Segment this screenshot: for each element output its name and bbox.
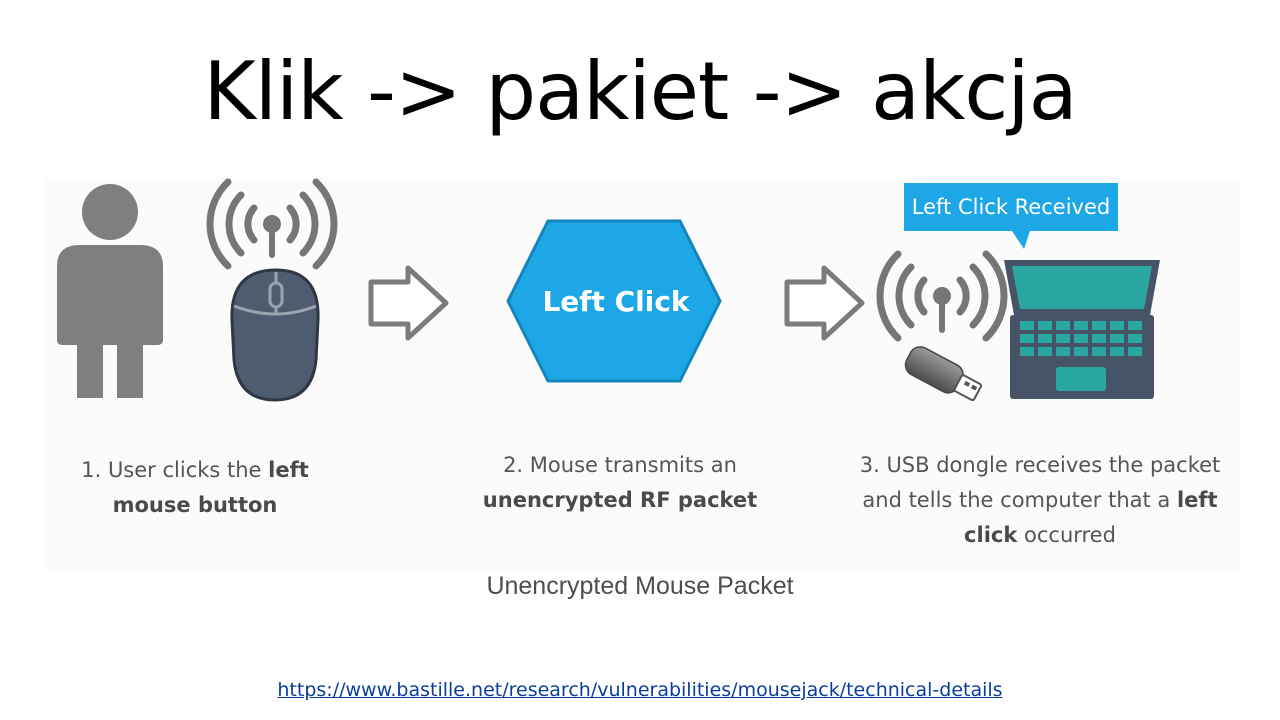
mouse-icon [230,268,320,402]
person-icon [57,184,163,398]
step-2-emphasis: unencrypted RF packet [482,488,758,512]
step-2-caption: 2. Mouse transmits an unencrypted RF pac… [470,448,770,518]
step-2-text: Mouse transmits an [529,453,737,477]
dongle-signal-icon [876,250,1008,342]
step-1-emphasis: left mouse button [112,458,309,517]
step-3-number: 3. [859,453,880,477]
source-link[interactable]: https://www.bastille.net/research/vulner… [277,679,1003,701]
step-3-emphasis: left click [964,488,1218,547]
step-1-caption: 1. User clicks the left mouse button [50,453,340,523]
step-1-text: User clicks the [107,458,262,482]
packet-label: Left Click [542,285,690,318]
usb-dongle-icon [904,346,983,402]
callout-label: Left Click Received [912,195,1110,219]
packet-hexagon [506,219,722,383]
mouse-signal-icon [206,178,338,270]
step-3-caption: 3. USB dongle receives the packet and te… [840,448,1240,553]
laptop-icon [1004,260,1160,399]
diagram-caption: Unencrypted Mouse Packet [486,572,794,600]
step-3-text: USB dongle receives the packet and tells… [862,453,1221,512]
slide-title: Klik -> pakiet -> akcja [203,45,1077,138]
step-1-number: 1. [81,458,102,482]
flow-arrow-1 [368,265,449,341]
flow-arrow-2 [784,265,865,341]
step-3-text-end: occurred [1024,523,1116,547]
click-received-callout [904,183,1118,249]
step-2-number: 2. [503,453,524,477]
